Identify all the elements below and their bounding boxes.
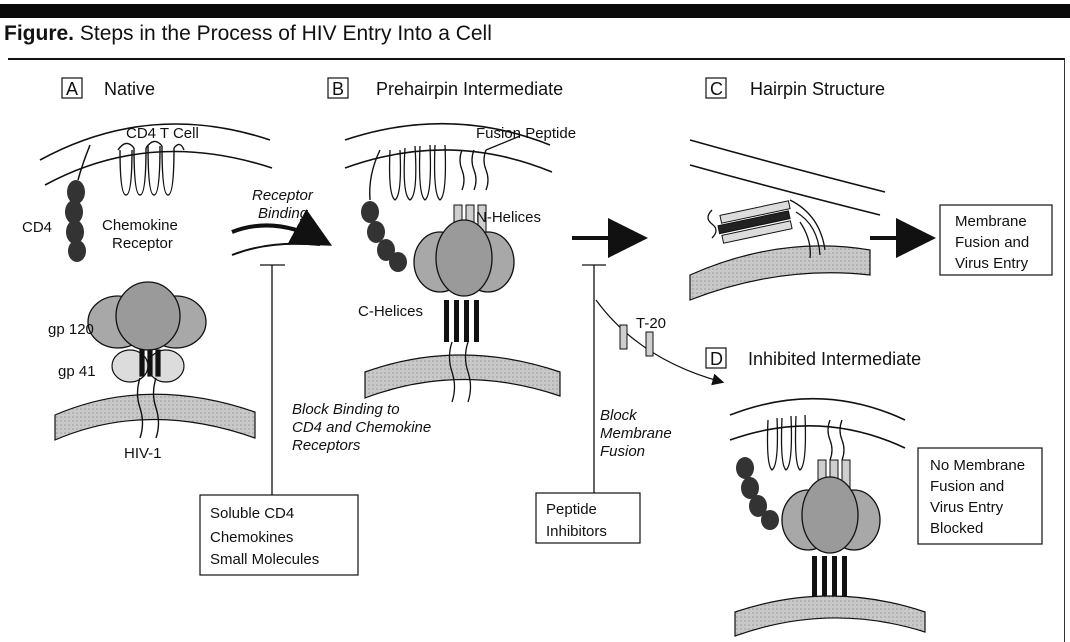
svg-text:Virus Entry: Virus Entry	[955, 255, 1029, 272]
svg-text:Virus Entry: Virus Entry	[930, 499, 1004, 516]
svg-text:Blocked: Blocked	[930, 520, 983, 537]
chemokine-receptor	[118, 141, 184, 195]
svg-text:Block: Block	[600, 407, 638, 424]
n-helices-label: N-Helices	[476, 209, 541, 226]
svg-text:T-20: T-20	[636, 315, 666, 332]
gp120-label: gp 120	[48, 321, 94, 338]
peptide-inhibitors-box: Peptide Inhibitors	[536, 493, 640, 543]
svg-text:Block Binding to: Block Binding to	[292, 401, 400, 418]
panel-c-title: Hairpin Structure	[750, 79, 885, 99]
virus-membrane-a	[55, 394, 255, 440]
cd4-label: CD4	[22, 219, 52, 236]
svg-text:Membrane: Membrane	[600, 425, 672, 442]
chemokine-label-1: Chemokine	[102, 217, 178, 234]
gp41-label: gp 41	[58, 363, 96, 380]
svg-text:Soluble CD4: Soluble CD4	[210, 505, 294, 522]
receptor-binding-label-2: Binding	[258, 205, 309, 222]
cd4-molecule	[65, 180, 86, 262]
panel-c-letter: C	[710, 79, 723, 99]
svg-text:Membrane: Membrane	[955, 213, 1027, 230]
svg-text:Chemokines: Chemokines	[210, 529, 293, 546]
inhibitor-line-fusion	[582, 265, 722, 495]
membrane-fusion-box: Membrane Fusion and Virus Entry	[940, 205, 1052, 275]
svg-text:Small Molecules: Small Molecules	[210, 551, 319, 568]
svg-text:No Membrane: No Membrane	[930, 457, 1025, 474]
c-helices-label: C-Helices	[358, 303, 423, 320]
panel-d-title: Inhibited Intermediate	[748, 349, 921, 369]
receptor-binding-arrow: Receptor Binding	[232, 187, 325, 255]
panel-a-letter: A	[66, 79, 78, 99]
panel-b: B Prehairpin Intermediate Fusion Peptide…	[328, 78, 576, 402]
t20-peptides: T-20	[620, 315, 666, 356]
svg-text:Peptide: Peptide	[546, 501, 597, 518]
hiv1-label: HIV-1	[124, 445, 162, 462]
panel-c: C Hairpin Structure	[690, 78, 885, 300]
cd4-t-cell-label: CD4 T Cell	[126, 125, 199, 142]
fusion-peptide-label: Fusion Peptide	[476, 125, 576, 142]
svg-text:Receptors: Receptors	[292, 437, 361, 454]
panel-a: A Native CD4 T Cell CD4 Chemokine Recept…	[22, 78, 272, 462]
svg-text:Inhibitors: Inhibitors	[546, 523, 607, 540]
svg-text:Fusion and: Fusion and	[930, 478, 1004, 495]
block-fusion-text: Block Membrane Fusion	[600, 407, 672, 460]
inhibitor-line-binding	[260, 265, 285, 495]
chemokine-label-2: Receptor	[112, 235, 173, 252]
soluble-cd4-box: Soluble CD4 Chemokines Small Molecules	[200, 495, 358, 575]
panel-b-letter: B	[332, 79, 344, 99]
svg-text:CD4 and Chemokine: CD4 and Chemokine	[292, 419, 431, 436]
receptor-binding-label-1: Receptor	[252, 187, 314, 204]
svg-text:Fusion and: Fusion and	[955, 234, 1029, 251]
panel-d-letter: D	[710, 349, 723, 369]
panel-b-title: Prehairpin Intermediate	[376, 79, 563, 99]
gp41	[112, 350, 184, 382]
svg-text:Fusion: Fusion	[600, 443, 645, 460]
no-fusion-box: No Membrane Fusion and Virus Entry Block…	[918, 448, 1042, 544]
gp120-trimer	[88, 282, 206, 350]
block-binding-text: Block Binding to CD4 and Chemokine Recep…	[292, 401, 431, 454]
panel-d: D Inhibited Intermediate	[706, 348, 925, 636]
panel-a-title: Native	[104, 79, 155, 99]
